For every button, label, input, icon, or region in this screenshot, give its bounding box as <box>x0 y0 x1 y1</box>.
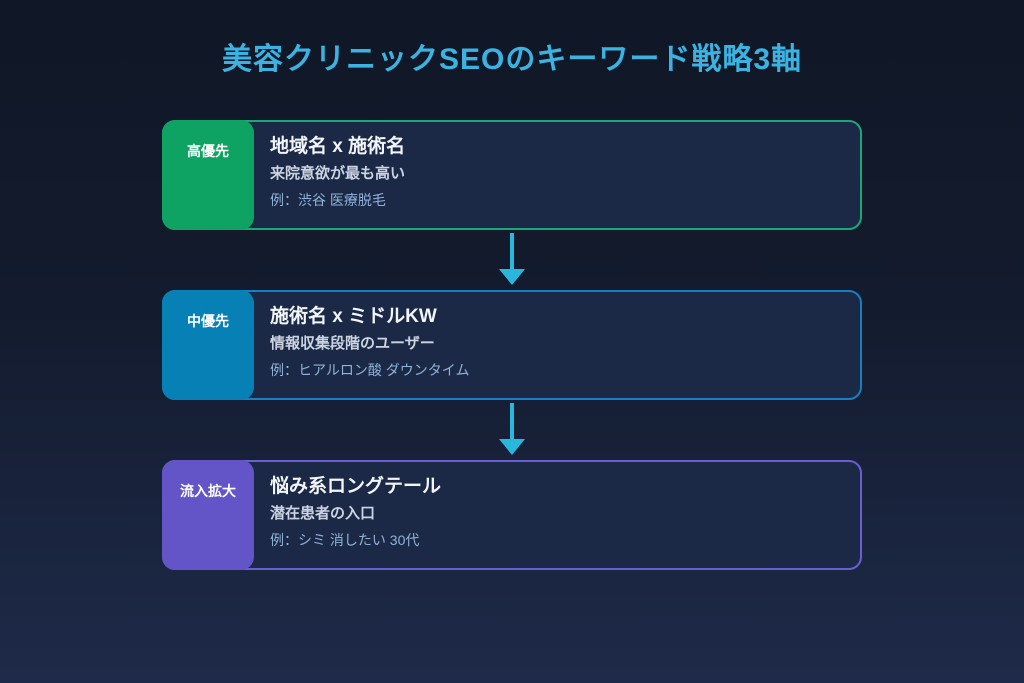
card-body: 悩み系ロングテール 潜在患者の入口 例：シミ 消したい 30代 <box>270 475 844 549</box>
card-subtitle: 来院意欲が最も高い <box>270 165 406 182</box>
card-example: 例：渋谷 医療脱毛 <box>270 192 386 208</box>
card-traffic-expansion: 流入拡大 悩み系ロングテール 潜在患者の入口 例：シミ 消したい 30代 <box>162 460 862 570</box>
arrow-down-icon <box>499 439 525 455</box>
page-title: 美容クリニックSEOのキーワード戦略3軸 <box>221 43 803 76</box>
card-subtitle: 情報収集段階のユーザー <box>270 335 435 352</box>
card-body: 地域名 x 施術名 来院意欲が最も高い 例：渋谷 医療脱毛 <box>270 135 844 209</box>
arrow-line <box>510 233 514 269</box>
card-high-priority: 高優先 地域名 x 施術名 来院意欲が最も高い 例：渋谷 医療脱毛 <box>162 120 862 230</box>
arrow-down-icon <box>499 269 525 285</box>
card-title: 悩み系ロングテール <box>270 476 442 497</box>
card-title: 施術名 x ミドルKW <box>270 306 437 327</box>
priority-tag: 流入拡大 <box>162 460 254 570</box>
flow-arrow <box>162 230 862 290</box>
flow-arrow <box>162 400 862 460</box>
card-body: 施術名 x ミドルKW 情報収集段階のユーザー 例：ヒアルロン酸 ダウンタイム <box>270 305 844 379</box>
card-example: 例：シミ 消したい 30代 <box>270 532 420 548</box>
card-subtitle: 潜在患者の入口 <box>270 505 376 522</box>
card-title: 地域名 x 施術名 <box>270 136 406 157</box>
card-example: 例：ヒアルロン酸 ダウンタイム <box>270 362 470 378</box>
arrow-line <box>510 403 514 439</box>
strategy-stack: 高優先 地域名 x 施術名 来院意欲が最も高い 例：渋谷 医療脱毛 中優先 施術… <box>162 120 862 570</box>
card-medium-priority: 中優先 施術名 x ミドルKW 情報収集段階のユーザー 例：ヒアルロン酸 ダウン… <box>162 290 862 400</box>
priority-tag: 高優先 <box>162 120 254 230</box>
priority-tag: 中優先 <box>162 290 254 400</box>
